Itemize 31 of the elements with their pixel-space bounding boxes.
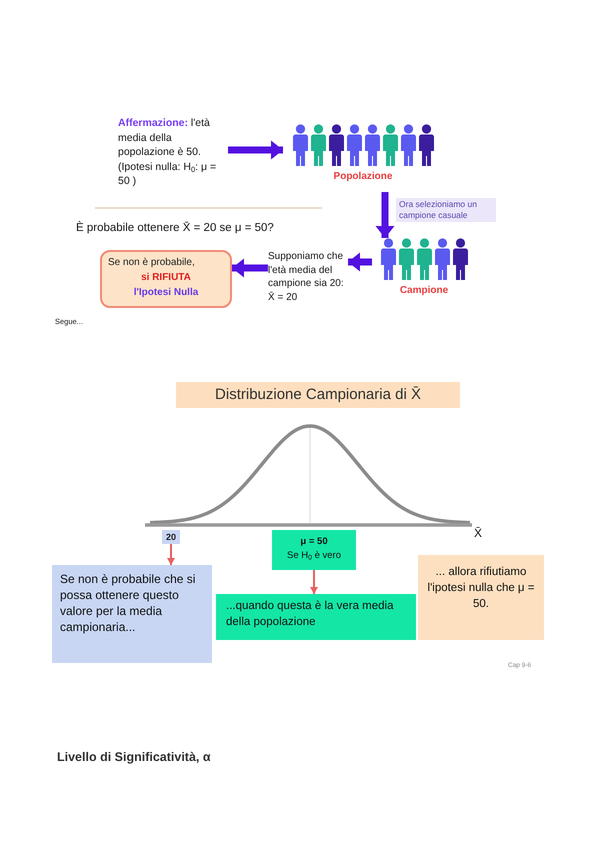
decision-text: Se non è probabile, (108, 256, 196, 270)
decision-box (100, 250, 232, 308)
arrow (348, 252, 372, 272)
decision-text: l'Ipotesi Nulla (132, 286, 200, 300)
note-text: Se non è probabile che si possa ottenere questo valore per la media campionaria... (60, 571, 196, 635)
chart-title: Distribuzione Campionaria di X̄ (214, 385, 422, 405)
question-text: È probabile ottenere X̄ = 20 se μ = 50? (76, 222, 274, 234)
callout-box (418, 555, 544, 640)
edge-label: Ora selezioniamo un campione casuale (396, 198, 496, 222)
decision-text: si RIFIUTA (140, 271, 192, 285)
arrow (167, 544, 175, 565)
note-text: ...quando questa è la vera media della popolazione (226, 599, 395, 630)
title-banner (176, 382, 460, 408)
group-label: Campione (398, 284, 450, 297)
section-heading: Livello di Significatività, α (57, 750, 211, 764)
axis-label: X̄ (474, 526, 482, 540)
arrow (376, 192, 394, 238)
mean-box (272, 530, 356, 570)
arrow (310, 570, 318, 594)
mean-label: Se H$_{0}$ è vero (286, 549, 342, 563)
group-label: Popolazione (332, 170, 394, 183)
arrow (232, 258, 268, 278)
description-text: Supponiamo che l'età media del campione sia 20: X̄ = 20 (268, 250, 345, 304)
callout-box (216, 594, 416, 640)
value-label: 20 (164, 531, 177, 544)
callout-box (52, 565, 212, 663)
arrow (228, 140, 283, 160)
mean-label: μ = 50 (299, 535, 329, 549)
value-tag (162, 530, 180, 544)
claim-text: Affermazione: l'età media della popolazione è 50. (Ipotesi nulla: H$_{0}$: μ = 50 ) (118, 116, 218, 188)
note-text: ... allora rifiutiamo l'ipotesi nulla che μ = 50. (426, 565, 536, 612)
